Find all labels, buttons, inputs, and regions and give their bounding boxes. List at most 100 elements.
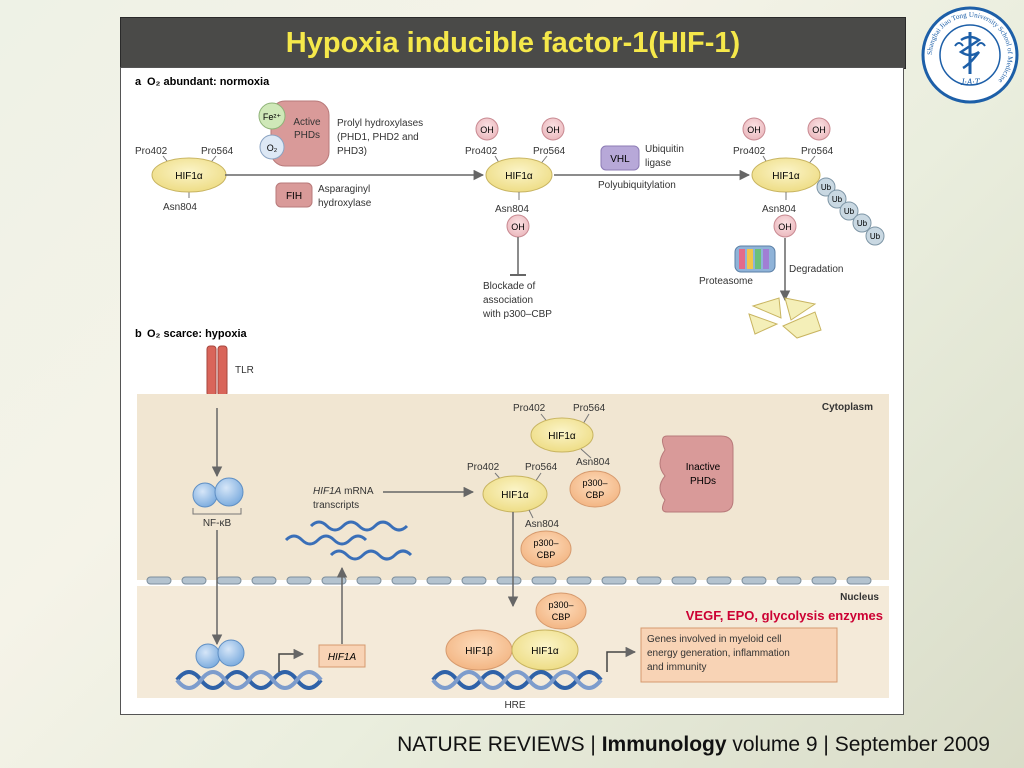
svg-text:Pro402: Pro402 — [135, 146, 168, 157]
hif1a-gene-box: HIF1A — [318, 644, 366, 668]
svg-text:p300–: p300– — [582, 478, 607, 488]
asparaginyl-text-1: Asparaginyl — [318, 184, 370, 195]
slide-title-bar: Hypoxia inducible factor-1(HIF-1) — [120, 17, 906, 69]
svg-text:OH: OH — [747, 125, 761, 135]
svg-text:VHL: VHL — [610, 154, 630, 165]
hif-pathway-figure: a O₂ abundant: normoxia Active PHDs Fe²⁺… — [120, 67, 904, 715]
o2-label: O₂ — [267, 143, 278, 153]
svg-text:Ub: Ub — [870, 232, 881, 241]
proteasome-icon — [734, 245, 776, 273]
svg-text:energy generation, inflammatio: energy generation, inflammation — [647, 648, 790, 659]
svg-text:Asn804: Asn804 — [495, 204, 529, 215]
highlight-annotation: VEGF, EPO, glycolysis enzymes — [686, 608, 883, 623]
panel-a-title: O₂ abundant: normoxia — [147, 76, 270, 88]
svg-text:Pro564: Pro564 — [801, 146, 834, 157]
panel-b-title: O₂ scarce: hypoxia — [147, 328, 248, 340]
hif1a-nuclear-node: HIF1α — [511, 629, 579, 671]
arrow-target-genes — [606, 646, 637, 672]
svg-text:Genes involved in myeloid cell: Genes involved in myeloid cell — [647, 634, 782, 645]
nfkb-complex — [192, 477, 244, 515]
cytoplasm-label: Cytoplasm — [822, 402, 873, 413]
svg-text:HIF1β: HIF1β — [465, 646, 493, 657]
pathway-diagram: a O₂ abundant: normoxia Active PHDs Fe²⁺… — [135, 76, 889, 711]
svg-text:Pro402: Pro402 — [733, 146, 766, 157]
ubiquitin-text-1: Ubiquitin — [645, 144, 684, 155]
ubiquitin-text-2: ligase — [645, 158, 672, 169]
svg-text:Asn804: Asn804 — [576, 457, 610, 468]
hif1b-node: HIF1β — [445, 629, 513, 671]
svg-text:OH: OH — [812, 125, 826, 135]
svg-text:HIF1α: HIF1α — [548, 431, 576, 442]
ubiquitin-chain: Ub Ub Ub Ub Ub — [816, 177, 885, 246]
p300-cbp-middle: p300– CBP — [520, 530, 572, 568]
svg-text:HIF1α: HIF1α — [505, 171, 533, 182]
svg-text:and immunity: and immunity — [647, 662, 706, 673]
hif1a-ubiquitylated: OH OH Pro402 Pro564 HIF1α Asn804 OH — [733, 117, 834, 238]
hif1a-hydroxylated: OH OH Pro402 Pro564 HIF1α Asn804 OH — [465, 117, 566, 238]
svg-text:p300–: p300– — [548, 600, 573, 610]
svg-text:Pro564: Pro564 — [201, 146, 234, 157]
svg-text:OH: OH — [511, 222, 525, 232]
nfkb-on-dna — [195, 639, 245, 669]
mrna-transcripts — [284, 520, 413, 561]
svg-text:Pro564: Pro564 — [573, 403, 606, 414]
slide-title: Hypoxia inducible factor-1(HIF-1) — [285, 26, 741, 59]
svg-text:Inactive: Inactive — [686, 462, 721, 473]
mrna-label-2: transcripts — [313, 500, 359, 511]
svg-text:Asn804: Asn804 — [762, 204, 796, 215]
target-genes-box: Genes involved in myeloid cell energy ge… — [640, 627, 838, 683]
svg-text:Pro564: Pro564 — [525, 462, 558, 473]
active-phds: Active PHDs Fe²⁺ O₂ — [258, 100, 330, 167]
svg-text:CBP: CBP — [552, 612, 571, 622]
prolyl-text-2: (PHD1, PHD2 and — [337, 132, 419, 143]
asparaginyl-text-2: hydroxylase — [318, 198, 372, 209]
svg-text:HIF1α: HIF1α — [501, 490, 529, 501]
svg-text:HIF1α: HIF1α — [175, 171, 203, 182]
svg-text:Asn804: Asn804 — [163, 202, 197, 213]
blockade-text-2: association — [483, 295, 533, 306]
prolyl-text-1: Prolyl hydroxylases — [337, 118, 423, 129]
fih-box: FIH — [275, 182, 313, 208]
citation-part1: NATURE REVIEWS | — [397, 733, 602, 756]
svg-text:OH: OH — [778, 222, 792, 232]
svg-text:Asn804: Asn804 — [525, 519, 559, 530]
svg-text:OH: OH — [546, 125, 560, 135]
svg-text:HIF1α: HIF1α — [772, 171, 800, 182]
nuclear-membrane — [146, 576, 872, 585]
arrow-hif1a-transcription — [278, 648, 305, 672]
nfkb-label: NF-κB — [203, 518, 232, 529]
mrna-label-1: HIF1A mRNA — [313, 486, 374, 497]
citation-journal: Immunology — [601, 733, 727, 756]
citation-part2: volume 9 | September 2009 — [726, 733, 990, 756]
p300-cbp-upper: p300– CBP — [569, 470, 621, 508]
svg-text:OH: OH — [480, 125, 494, 135]
p300-cbp-nuclear: p300– CBP — [535, 592, 587, 630]
hif1a-stabilized-middle: Pro402 Pro564 HIF1α Asn804 — [467, 462, 559, 530]
vhl-box: VHL — [600, 145, 640, 171]
degraded-fragments — [748, 297, 822, 339]
svg-text:Ub: Ub — [832, 195, 843, 204]
svg-text:CBP: CBP — [586, 490, 605, 500]
active-phds-line2: PHDs — [294, 130, 320, 141]
blockade-text-3: with p300–CBP — [482, 309, 552, 320]
dna-helix-left — [175, 670, 323, 690]
dna-helix-right — [431, 670, 603, 690]
degradation-label: Degradation — [789, 264, 843, 275]
svg-text:CBP: CBP — [537, 550, 556, 560]
svg-text:Pro402: Pro402 — [513, 403, 546, 414]
svg-text:Pro402: Pro402 — [465, 146, 498, 157]
svg-text:HIF1α: HIF1α — [531, 646, 559, 657]
panel-a-label: a — [135, 76, 142, 88]
nucleus-label: Nucleus — [840, 592, 879, 603]
svg-text:p300–: p300– — [533, 538, 558, 548]
university-logo: Shanghai Jiao Tong University School of … — [921, 6, 1019, 104]
svg-text:Ub: Ub — [821, 183, 832, 192]
hif1a-unmodified: HIF1α Pro402 Pro564 Asn804 — [135, 146, 234, 213]
hre-label: HRE — [504, 700, 525, 711]
svg-text:HIF1A: HIF1A — [328, 652, 357, 663]
proteasome-label: Proteasome — [699, 276, 753, 287]
svg-text:Ub: Ub — [857, 219, 868, 228]
polyubiquitylation-label: Polyubiquitylation — [598, 180, 676, 191]
svg-text:Ub: Ub — [844, 207, 855, 216]
logo-initials: J·A·T — [961, 77, 981, 87]
